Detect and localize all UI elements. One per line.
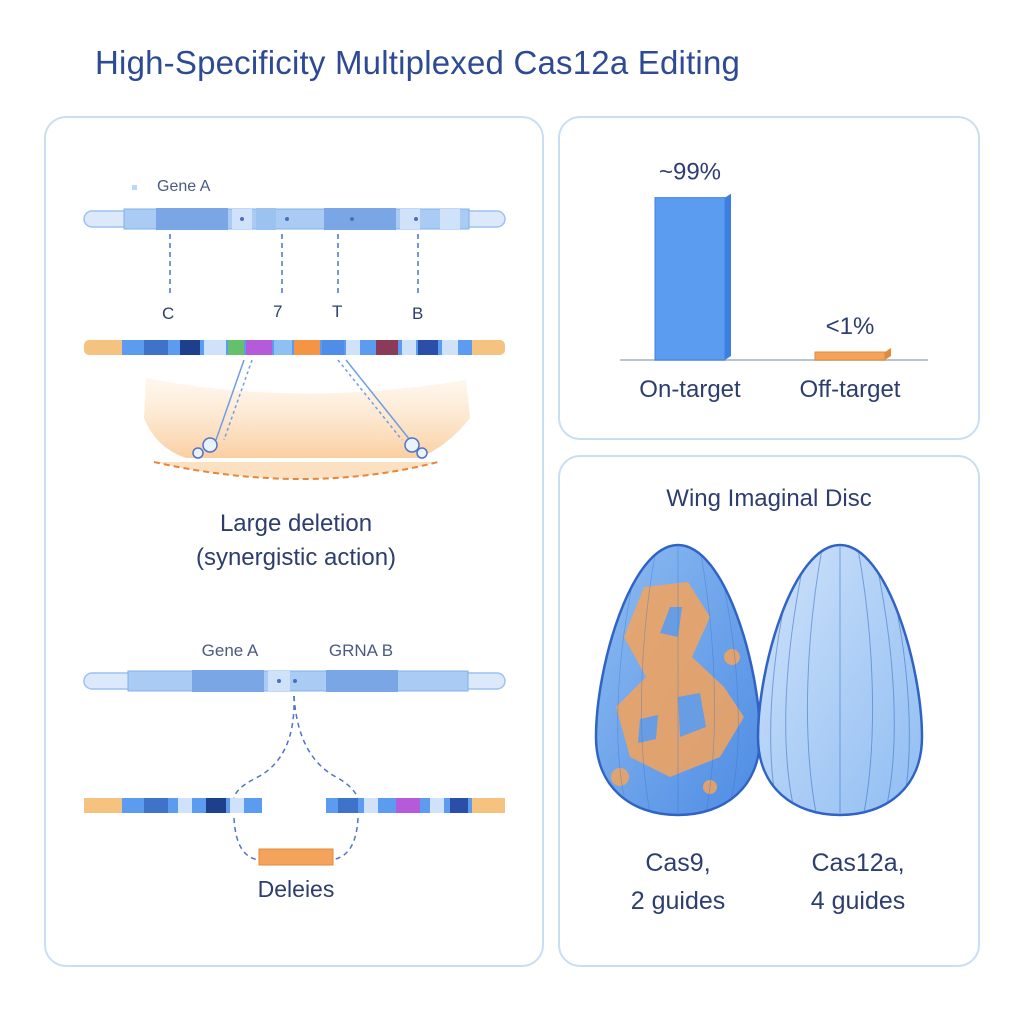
guide-label-t: T xyxy=(332,302,342,321)
cas12a-disc xyxy=(756,543,924,817)
specificity-chart-panel: ~99% On-target <1% Off-target xyxy=(558,116,980,440)
bar-side-off-target xyxy=(885,348,891,360)
deletion-label-line2: (synergistic action) xyxy=(196,544,396,571)
lower-gene-label: Gene A xyxy=(202,641,259,660)
mechanism-panel: Gene A C 7 T B xyxy=(44,116,544,967)
cas9-label-line1: Cas9, xyxy=(645,849,710,877)
deleted-fragment xyxy=(258,848,334,866)
wing-disc-panel: Wing Imaginal Disc xyxy=(558,455,980,967)
tick-label-on-target: On-target xyxy=(639,376,741,403)
split-strand-right xyxy=(326,798,505,813)
tick-label-off-target: Off-target xyxy=(800,376,901,403)
bar-on-target xyxy=(654,197,726,361)
deletion-loop xyxy=(144,359,470,480)
bar-off-target xyxy=(814,351,886,361)
cas9-disc xyxy=(594,543,762,817)
lower-dna-strand xyxy=(83,670,506,692)
guide-label-b: B xyxy=(412,304,423,323)
mechanism-diagram: Gene A C 7 T B xyxy=(83,178,506,902)
deletion-result-label: Deleies xyxy=(258,876,335,902)
wing-disc-diagram: Wing Imaginal Disc xyxy=(594,485,924,915)
lower-connectors xyxy=(233,695,359,861)
lower-grna-label: GRNA B xyxy=(329,641,393,660)
disc-panel-title: Wing Imaginal Disc xyxy=(666,485,871,512)
guide-label-7: 7 xyxy=(273,302,282,321)
data-label-on-target: ~99% xyxy=(659,159,721,186)
target-dna-strand xyxy=(84,340,505,355)
specificity-chart: ~99% On-target <1% Off-target xyxy=(620,159,928,403)
guide-connectors xyxy=(169,234,419,294)
bar-side-on-target xyxy=(725,193,731,360)
guide-label-c: C xyxy=(162,304,174,323)
data-label-off-target: <1% xyxy=(826,313,875,340)
cas12a-label-line1: Cas12a, xyxy=(811,849,904,877)
deletion-label-line1: Large deletion xyxy=(220,510,372,537)
top-gene-label: Gene A xyxy=(157,178,211,195)
cas12a-label-line2: 4 guides xyxy=(811,887,906,915)
cas9-label-line2: 2 guides xyxy=(631,887,726,915)
marker-dot xyxy=(132,185,137,190)
page-title: High-Specificity Multiplexed Cas12a Edit… xyxy=(95,44,741,81)
top-dna-strand xyxy=(83,208,506,230)
split-strand-left xyxy=(84,798,262,813)
